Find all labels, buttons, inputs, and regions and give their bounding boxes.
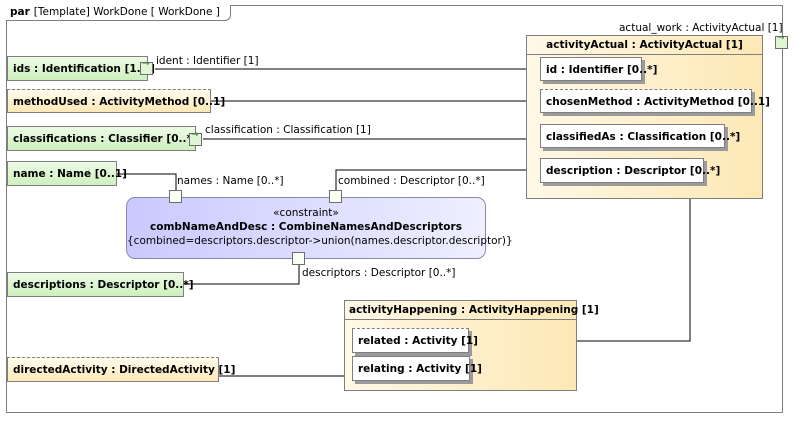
arrow-right-icon: →: [777, 33, 785, 43]
constraint-stereotype: «constraint»: [273, 207, 339, 219]
constraint-port-names[interactable]: [169, 190, 182, 203]
constraint-expression: {combined=descriptors.descriptor->union(…: [127, 235, 513, 247]
part-ids[interactable]: ids : Identification [1..*]: [7, 56, 155, 81]
part-related[interactable]: related : Activity [1]: [352, 328, 478, 353]
connector-combined: [335, 169, 540, 190]
diagram-frame: [6, 5, 783, 413]
activity-happening-title: activityHappening : ActivityHappening [1…: [345, 301, 599, 320]
label-descriptors: descriptors : Descriptor [0..*]: [302, 267, 456, 279]
ids-port[interactable]: →: [140, 59, 153, 75]
constraint-port-combined[interactable]: [329, 190, 342, 203]
constraint-port-descriptors[interactable]: [292, 252, 305, 265]
part-name[interactable]: name : Name [0..1]: [7, 161, 127, 186]
part-chosen-method[interactable]: chosenMethod : ActivityMethod [0..1]: [540, 89, 770, 113]
part-method-used[interactable]: methodUsed : ActivityMethod [0..1]: [7, 89, 225, 113]
activity-actual-title: activityActual : ActivityActual [1]: [527, 36, 762, 55]
label-combined: combined : Descriptor [0..*]: [338, 175, 485, 187]
label-actual-work: actual_work : ActivityActual [1]: [619, 22, 783, 34]
part-directed-activity[interactable]: directedActivity : DirectedActivity [1]: [7, 357, 235, 382]
part-classifications[interactable]: classifications : Classifier [0..*]: [7, 126, 197, 151]
arrow-right-icon: →: [191, 130, 199, 140]
arrow-right-icon: →: [142, 59, 150, 69]
connector-descriptors: [184, 263, 300, 285]
label-names: names : Name [0..*]: [177, 175, 284, 187]
actual-work-port[interactable]: →: [775, 33, 788, 49]
label-classification: classification : Classification [1]: [205, 124, 371, 136]
label-ident: ident : Identifier [1]: [156, 55, 259, 67]
frame-keyword: par: [10, 6, 30, 18]
part-relating[interactable]: relating : Activity [1]: [352, 356, 482, 381]
part-description[interactable]: description : Descriptor [0..*]: [540, 158, 720, 183]
classifications-port[interactable]: →: [189, 130, 202, 146]
connector-names: [117, 173, 177, 190]
part-classified-as[interactable]: classifiedAs : Classification [0..*]: [540, 124, 740, 148]
frame-title: [Template] WorkDone [ WorkDone ]: [33, 6, 220, 18]
part-id[interactable]: id : Identifier [0..*]: [540, 57, 657, 81]
frame-title-tab: par[Template] WorkDone [ WorkDone ]: [6, 5, 231, 21]
constraint-name: combNameAndDesc : CombineNamesAndDescrip…: [150, 221, 462, 233]
part-descriptions[interactable]: descriptions : Descriptor [0..*]: [7, 272, 194, 297]
constraint-block[interactable]: «constraint» combNameAndDesc : CombineNa…: [126, 197, 513, 259]
